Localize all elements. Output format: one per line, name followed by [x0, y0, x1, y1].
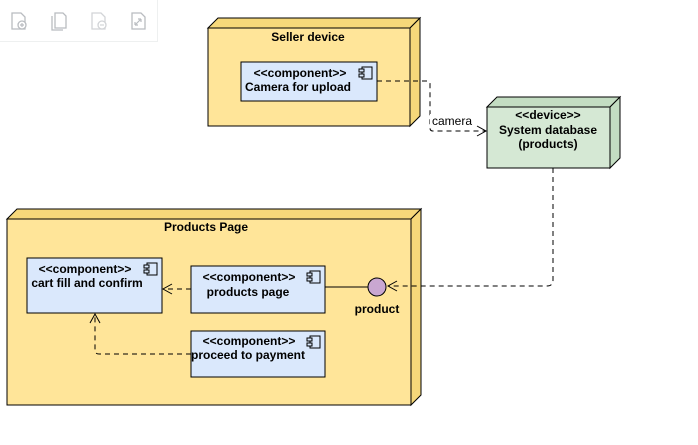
system-database-stereotype: <<device>> [515, 108, 580, 122]
component-icon [143, 262, 158, 276]
products-component-label: products page [207, 285, 290, 299]
payment-to-cart-edge[interactable] [89, 312, 191, 355]
camera-edge-label: camera [432, 114, 472, 128]
payment-component[interactable]: <<component>> proceed to payment [190, 330, 326, 378]
database-to-product-edge[interactable] [386, 168, 554, 292]
fit-icon[interactable] [128, 10, 150, 32]
products-page-title: Products Page [164, 220, 248, 234]
cart-component[interactable]: <<component>> cart fill and confirm [26, 257, 163, 314]
payment-stereotype: <<component>> [203, 334, 296, 348]
camera-component[interactable]: <<component>> Camera for upload [240, 61, 378, 102]
cart-component-label: cart fill and confirm [31, 276, 142, 290]
diagram-toolbar [0, 0, 158, 42]
page-icon[interactable] [48, 10, 70, 32]
cart-stereotype: <<component>> [39, 262, 132, 276]
payment-component-label: proceed to payment [191, 348, 305, 362]
products-component[interactable]: <<component>> products page [190, 265, 326, 314]
camera-stereotype: <<component>> [254, 66, 347, 80]
seller-device-title: Seller device [271, 30, 345, 44]
component-icon [358, 66, 373, 80]
camera-component-label: Camera for upload [245, 80, 351, 94]
product-interface-icon[interactable] [367, 277, 387, 297]
system-database-name-2: (products) [518, 137, 577, 151]
component-icon [306, 270, 321, 284]
products-stereotype: <<component>> [203, 270, 296, 284]
system-database-name: System database [499, 123, 597, 137]
camera-edge[interactable]: camera [377, 80, 488, 137]
product-interface-label: product [355, 302, 400, 316]
zoom-in-icon[interactable] [8, 10, 30, 32]
system-database-node[interactable]: <<device>> System database (products) [485, 95, 622, 170]
component-icon [306, 335, 321, 349]
zoom-out-icon[interactable] [88, 10, 110, 32]
